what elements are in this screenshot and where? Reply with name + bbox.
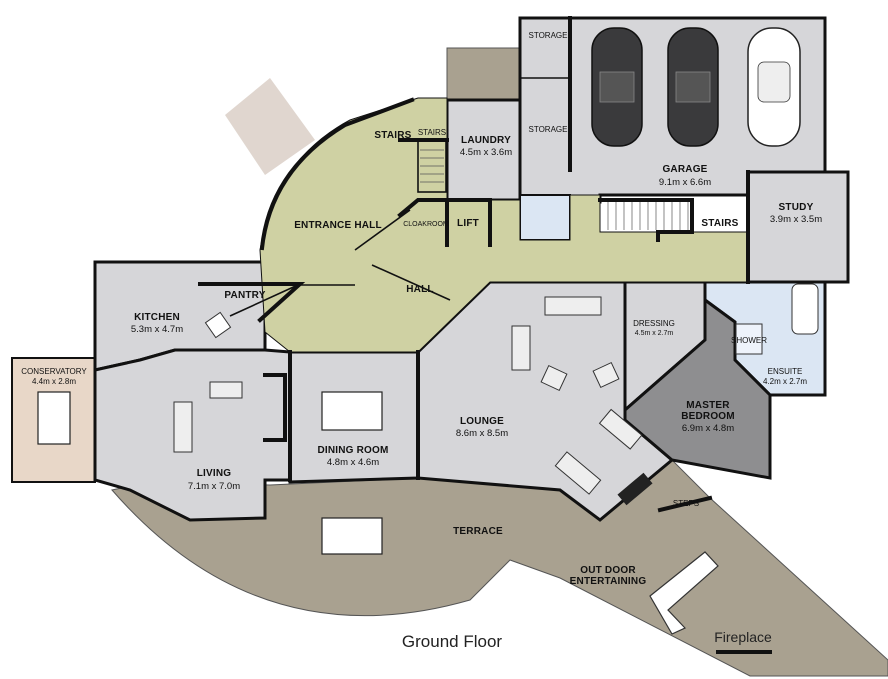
lounge-armchair-1-icon <box>540 364 568 392</box>
cloakroom-label: CLOAKROOM <box>403 221 449 228</box>
lounge-sofa-3-icon <box>598 408 643 450</box>
pantry-slant <box>229 283 301 317</box>
living-sofa-2-icon <box>173 401 193 453</box>
stairs-a-box <box>417 139 447 193</box>
living-dim: 7.1m x 7.0m <box>188 481 240 492</box>
living-label: LIVING <box>197 468 232 479</box>
car-1-icon <box>591 27 643 147</box>
room-labels: STORAGE STORAGE LAUNDRY 4.5m x 3.6m STAI… <box>21 31 822 587</box>
stairs-a-label: STAIRS <box>374 130 411 141</box>
master-bedroom-room <box>623 297 772 480</box>
stairs-b-label: STAIRS <box>418 128 446 137</box>
terrace-label: TERRACE <box>453 526 503 537</box>
study-label: STUDY <box>779 202 814 213</box>
master-bedroom-dim: 6.9m x 4.8m <box>682 423 734 434</box>
kitchen-label: KITCHEN <box>134 312 180 323</box>
stairs-main-label: STAIRS <box>701 218 738 229</box>
study-dim: 3.9m x 3.5m <box>770 214 822 225</box>
plan-title: Ground Floor <box>402 632 502 651</box>
lounge-fireplace-icon <box>617 472 653 506</box>
lounge-label: LOUNGE <box>460 416 504 427</box>
conservatory-table-icon <box>37 391 71 445</box>
living-fireplace <box>263 373 287 442</box>
lounge-sofa-2-icon <box>511 325 531 371</box>
kitchen-dim: 5.3m x 4.7m <box>131 324 183 335</box>
car-2-icon <box>667 27 719 147</box>
master-bedroom-label: MASTER <box>686 400 730 411</box>
study-room <box>746 170 850 284</box>
outdoor-label-2: ENTERTAINING <box>570 576 647 587</box>
steps-label: STEPS <box>673 499 699 508</box>
living-sofa-1-icon <box>209 381 243 399</box>
hall-label: HALL <box>406 284 433 295</box>
shower-tray-icon <box>735 323 763 355</box>
shower-label: SHOWER <box>731 336 767 345</box>
conservatory-label: CONSERVATORY <box>21 367 87 376</box>
car-3-icon <box>747 27 801 147</box>
outdoor-sofa-icon <box>649 551 719 635</box>
ensuite-label: ENSUITE <box>768 367 803 376</box>
storage-top-label: STORAGE <box>529 31 568 40</box>
stairs-main-treads <box>607 202 689 230</box>
lift-wall <box>445 198 492 247</box>
garage-label: GARAGE <box>662 164 707 175</box>
steps-line <box>657 495 713 513</box>
terrace-table-icon <box>321 517 383 555</box>
cloakroom-wall <box>397 198 449 247</box>
laundry-dim: 4.5m x 3.6m <box>460 147 512 158</box>
entrance-hall-label: ENTRANCE HALL <box>294 220 382 231</box>
entrance-arc-wall <box>259 97 415 251</box>
lift-label: LIFT <box>457 218 479 229</box>
dressing-label: DRESSING <box>633 319 675 328</box>
outdoor-label: OUT DOOR <box>580 565 636 576</box>
dressing-dim: 4.5m x 2.7m <box>635 330 674 337</box>
entry-wedge <box>225 78 315 175</box>
hall-divider-1 <box>371 264 451 301</box>
bath-icon <box>791 283 819 335</box>
kitchen-sink-icon <box>204 311 232 339</box>
storage-mid-label: STORAGE <box>529 125 568 134</box>
dining-room-label: DINING ROOM <box>317 445 388 456</box>
lounge-dim: 8.6m x 8.5m <box>456 428 508 439</box>
dining-room-dim: 4.8m x 4.6m <box>327 457 379 468</box>
lounge-sofa-1-icon <box>544 296 602 316</box>
laundry-label: LAUNDRY <box>461 135 511 146</box>
lounge-armchair-2-icon <box>592 361 620 389</box>
conservatory-dim: 4.4m x 2.8m <box>32 377 76 386</box>
lounge-sofa-4-icon <box>554 451 602 495</box>
ensuite-dim: 4.2m x 2.7m <box>763 377 807 386</box>
stairs-main-box <box>598 198 694 242</box>
dining-table-icon <box>321 391 383 431</box>
fireplace-title: Fireplace <box>714 629 772 645</box>
master-bedroom-label-2: BEDROOM <box>681 411 735 422</box>
garage-side-strip <box>446 47 523 101</box>
wc-room <box>519 194 571 241</box>
pantry-label: PANTRY <box>224 290 265 301</box>
stairs-a-treads <box>420 149 444 183</box>
garage-dim: 9.1m x 6.6m <box>659 177 711 188</box>
